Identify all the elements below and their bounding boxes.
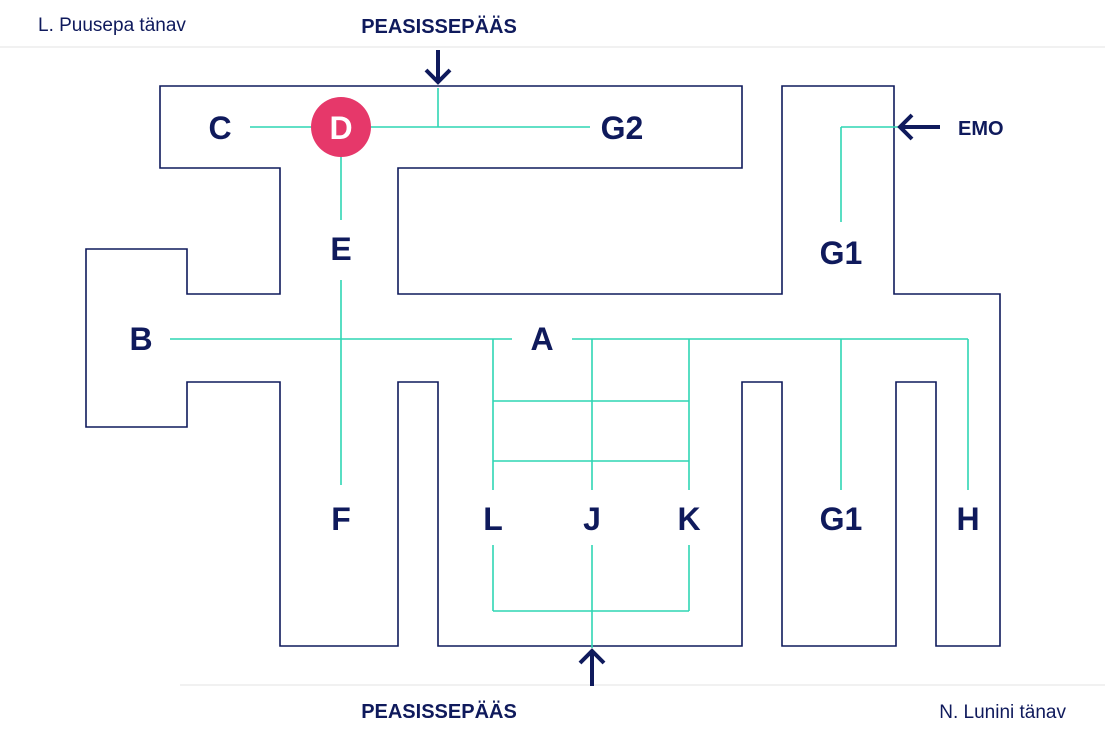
- block-a[interactable]: A: [530, 321, 553, 357]
- block-d[interactable]: D: [329, 110, 352, 146]
- route-network: [170, 88, 969, 648]
- block-g2[interactable]: G2: [601, 110, 644, 146]
- highlight-marker-d: [311, 97, 371, 157]
- emergency-entrance-label: EMO: [958, 118, 1004, 140]
- building-outline: [85, 85, 1001, 647]
- block-c[interactable]: C: [208, 110, 231, 146]
- block-f[interactable]: F: [331, 501, 351, 537]
- street-label-top: L. Puusepa tänav: [38, 15, 186, 36]
- arrow-up-icon: [578, 648, 606, 686]
- block-k[interactable]: K: [677, 501, 700, 537]
- street-label-bottom: N. Lunini tänav: [939, 702, 1066, 723]
- main-entrance-bottom-label: PEASISSEPÄÄS: [361, 700, 517, 723]
- arrow-left-icon: [897, 113, 940, 141]
- block-g1-top[interactable]: G1: [820, 235, 863, 271]
- block-l[interactable]: L: [483, 501, 503, 537]
- main-entrance-top-label: PEASISSEPÄÄS: [361, 15, 517, 38]
- block-h[interactable]: H: [956, 501, 979, 537]
- block-j[interactable]: J: [583, 501, 601, 537]
- block-b[interactable]: B: [129, 321, 152, 357]
- block-g1-bottom[interactable]: G1: [820, 501, 863, 537]
- block-e[interactable]: E: [330, 231, 351, 267]
- arrow-down-icon: [424, 50, 452, 85]
